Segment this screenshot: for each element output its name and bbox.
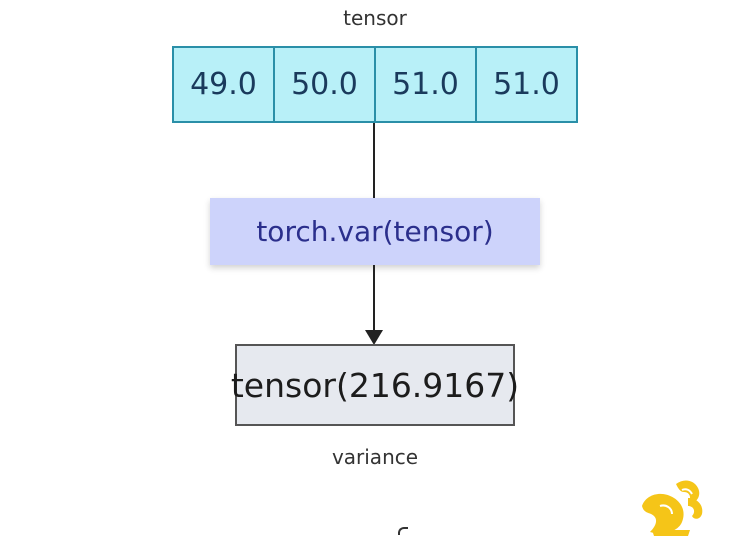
output-caption: variance: [331, 445, 419, 469]
partial-glyph-icon: [398, 527, 408, 535]
connector-line-bottom: [373, 265, 375, 333]
tensor-cell: 51.0: [375, 46, 476, 123]
result-box: tensor(216.9167): [231, 344, 519, 426]
connector-line-top: [373, 123, 375, 198]
tensor-cell: 49.0: [172, 46, 274, 123]
tensor-cell: 51.0: [476, 46, 578, 123]
yellow-mascot-icon: [642, 480, 703, 536]
input-tensor: 49.0 50.0 51.0 51.0: [172, 46, 578, 123]
operation-box: torch.var(tensor): [210, 198, 540, 265]
arrow-head-icon: [365, 330, 383, 345]
tensor-cell: 50.0: [274, 46, 375, 123]
input-caption: tensor: [343, 6, 407, 30]
